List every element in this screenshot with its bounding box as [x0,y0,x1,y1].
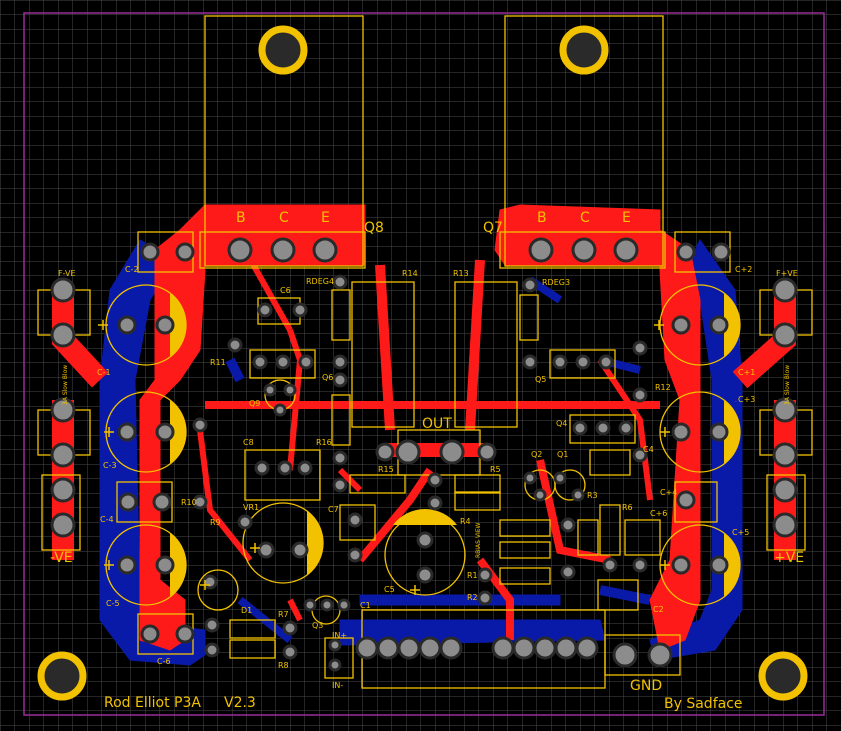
ref-cm3: C-3 [103,461,117,470]
ref-r6: R6 [622,503,633,512]
ref-cm2: C-2 [125,265,139,274]
ref-rbias: RBIAS VIEW [475,522,482,558]
ref-cp2: C+2 [735,265,752,274]
q8-pin-b: B [236,210,246,226]
label-gnd: GND [630,678,662,694]
ref-r15: R15 [378,465,394,474]
board-outline [23,12,825,716]
ref-cp1: C+1 [738,368,755,377]
ref-rdeg4: RDEG4 [306,277,334,286]
ref-r12: R12 [655,383,671,392]
label-fuse-note-left: 3A Slow Blow [62,365,69,405]
ref-cp6: C+6 [650,509,667,518]
q7-pin-b: B [537,210,547,226]
ref-r5: R5 [490,465,501,474]
q8-pin-e: E [321,210,330,226]
ref-q7: Q7 [483,220,503,236]
mounting-holes [37,25,808,701]
pad-layer [50,237,798,672]
silkscreen-text: B C E B C E Q8 Q7 OUT GND -VE +VE F-VE F… [50,210,804,712]
ref-r2: R2 [467,593,478,602]
ref-cm4: C-4 [100,515,114,524]
ref-r9: R9 [210,518,221,527]
ref-r3: R3 [587,491,598,500]
cap-plus-marks [98,320,670,595]
ref-r11: R11 [210,358,226,367]
ref-cp4: C+4 [660,488,677,497]
ref-r16: R16 [316,438,332,447]
ref-q9: Q9 [249,399,260,408]
ref-r13: R13 [453,269,469,278]
capacitor-polarity-fills [170,293,740,597]
q7-pin-e: E [622,210,631,226]
q8-pin-c: C [279,210,289,226]
board-title: Rod Elliot P3A [104,695,201,711]
label-fuse-note-right: 3A Slow Blow [784,365,791,405]
ref-q4: Q4 [556,419,567,428]
ref-c1: C1 [360,601,371,610]
ref-vr1: VR1 [243,503,259,512]
ref-q6: Q6 [322,373,333,382]
label-in-pos: IN+ [332,631,347,640]
ref-cp5: C+5 [732,528,749,537]
board-credit: By Sadface [664,696,743,712]
ref-c7: C7 [328,505,339,514]
ref-q8: Q8 [364,220,384,236]
label-neg-ve: -VE [50,550,73,566]
ref-cm6: C-6 [157,657,171,666]
label-fuse-neg: F-VE [58,269,76,278]
label-pos-ve: +VE [774,550,804,566]
ref-c4: C4 [643,445,654,454]
ref-cm5: C-5 [106,599,120,608]
ref-cp3: C+3 [738,395,755,404]
q7-pin-c: C [580,210,590,226]
ref-c2: C2 [653,605,664,614]
board-version: V2.3 [224,695,256,711]
ref-rdeg3: RDEG3 [542,278,570,287]
ref-d1: D1 [241,606,252,615]
ref-c8: C8 [243,438,254,447]
ref-r10: R10 [181,498,197,507]
ref-r7: R7 [278,610,289,619]
ref-c6: C6 [280,286,291,295]
ref-c3: C3 [735,401,737,403]
ref-q3: Q3 [312,621,323,630]
label-out: OUT [422,416,452,432]
ref-q1: Q1 [557,450,568,459]
ref-q2: Q2 [531,450,542,459]
ref-r4: R4 [460,517,471,526]
ref-r8: R8 [278,661,289,670]
ref-q5: Q5 [535,375,546,384]
ref-r14: R14 [402,269,418,278]
label-in-neg: IN- [332,681,343,690]
ref-cm1: C-1 [97,368,111,377]
ref-c5: C5 [384,585,395,594]
ref-r1: R1 [467,571,478,580]
label-fuse-pos: F+VE [776,269,798,278]
